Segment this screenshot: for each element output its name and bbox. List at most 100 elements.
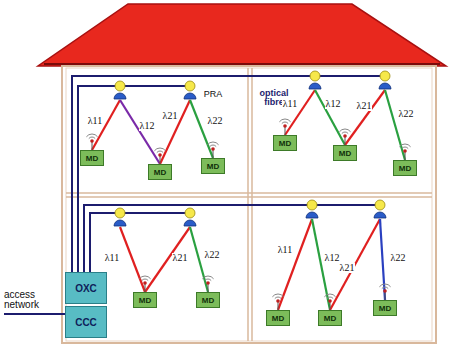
switch-box: CCC <box>65 306 107 338</box>
pra-base <box>306 212 318 218</box>
pra-base <box>184 93 196 99</box>
pra-head <box>310 71 320 81</box>
mobile-device-box: MD <box>201 158 225 174</box>
mobile-device-box: MD <box>133 292 157 308</box>
mobile-device-box: MD <box>266 310 290 326</box>
wavelength-link <box>145 227 190 292</box>
wavelength-label: λ11 <box>87 116 103 127</box>
pra-unit <box>379 71 391 89</box>
pra-units <box>114 71 391 226</box>
mobile-device-box: MD <box>393 160 417 176</box>
antenna <box>207 142 218 158</box>
switch-box: OXC <box>65 272 107 304</box>
pra-head <box>307 200 317 210</box>
pra-base <box>184 220 196 226</box>
pra-head <box>185 81 195 91</box>
pra-unit <box>309 71 321 89</box>
wavelength-link <box>120 227 145 292</box>
floor <box>66 192 432 194</box>
wavelength-link <box>160 100 190 164</box>
wavelength-label: λ22 <box>390 253 407 264</box>
mobile-device-box: MD <box>318 310 342 326</box>
wavelength-link <box>345 90 385 145</box>
node-text: MD <box>207 162 219 171</box>
wavelength-label: λ21 <box>339 263 356 274</box>
antennas <box>86 119 410 310</box>
node-text: MD <box>399 164 411 173</box>
node-text: MD <box>86 154 98 163</box>
wavelength-link <box>315 90 345 145</box>
node-text: MD <box>202 296 214 305</box>
mobile-device-box: MD <box>196 292 220 308</box>
roof <box>38 4 446 66</box>
pra-unit <box>374 200 386 218</box>
wavelength-label: λ12 <box>139 121 156 132</box>
access-label: access network <box>4 290 58 311</box>
node-text: MD <box>324 314 336 323</box>
pra-head <box>185 208 195 218</box>
wavelength-label: λ22 <box>398 109 415 120</box>
mobile-device-box: MD <box>333 145 357 161</box>
wavelength-label: λ22 <box>207 116 224 127</box>
antenna <box>324 294 335 310</box>
node-text: MD <box>154 168 166 177</box>
wavelength-link <box>120 100 160 164</box>
pra-base <box>114 220 126 226</box>
node-text: MD <box>279 139 291 148</box>
fibre <box>78 86 190 272</box>
pra-head <box>375 200 385 210</box>
wavelength-label: λ22 <box>204 250 221 261</box>
antenna <box>339 129 350 145</box>
wavelength-label: λ11 <box>277 245 293 256</box>
node-text: MD <box>339 149 351 158</box>
outer-wall <box>62 66 436 343</box>
pra-unit <box>306 200 318 218</box>
mobile-device-box: MD <box>80 150 104 166</box>
wavelength-link <box>330 219 380 310</box>
wavelength-label: λ21 <box>356 101 373 112</box>
wavelength-link <box>190 100 213 158</box>
pra-head <box>380 71 390 81</box>
antenna <box>139 276 150 292</box>
antenna <box>399 144 410 160</box>
pra-unit <box>184 81 196 99</box>
roof-eave <box>44 63 440 65</box>
antenna <box>279 119 290 135</box>
wavelength-label: λ21 <box>172 253 189 264</box>
fibre <box>90 213 190 272</box>
wavelength-link <box>385 90 405 160</box>
access-line <box>4 313 65 315</box>
pra-base <box>309 83 321 89</box>
pra-unit <box>184 208 196 226</box>
pra-head <box>115 208 125 218</box>
pra-label: PRA <box>204 90 223 99</box>
pra-base <box>374 212 386 218</box>
mobile-device-box: MD <box>373 300 397 316</box>
mobile-device-box: MD <box>148 164 172 180</box>
node-text: CCC <box>75 317 97 328</box>
fibre <box>72 76 385 272</box>
wavelength-label: λ21 <box>162 111 179 122</box>
antenna <box>202 276 213 292</box>
inner-wall <box>66 68 432 341</box>
mobile-device-box: MD <box>273 135 297 151</box>
node-text: OXC <box>75 283 97 294</box>
node-text: MD <box>272 314 284 323</box>
wavelength-links <box>92 90 405 310</box>
antenna <box>272 294 283 310</box>
wavelength-label: λ11 <box>104 253 120 264</box>
optical-fibres <box>72 76 385 272</box>
wavelength-link <box>312 219 330 310</box>
antenna <box>86 134 97 150</box>
pra-base <box>379 83 391 89</box>
pra-head <box>115 81 125 91</box>
fibre <box>84 205 380 272</box>
pra-base <box>114 93 126 99</box>
wavelength-label: λ12 <box>324 253 341 264</box>
antenna <box>154 148 165 164</box>
antenna <box>379 284 390 300</box>
pra-unit <box>114 208 126 226</box>
floor <box>66 196 432 198</box>
node-text: MD <box>379 304 391 313</box>
